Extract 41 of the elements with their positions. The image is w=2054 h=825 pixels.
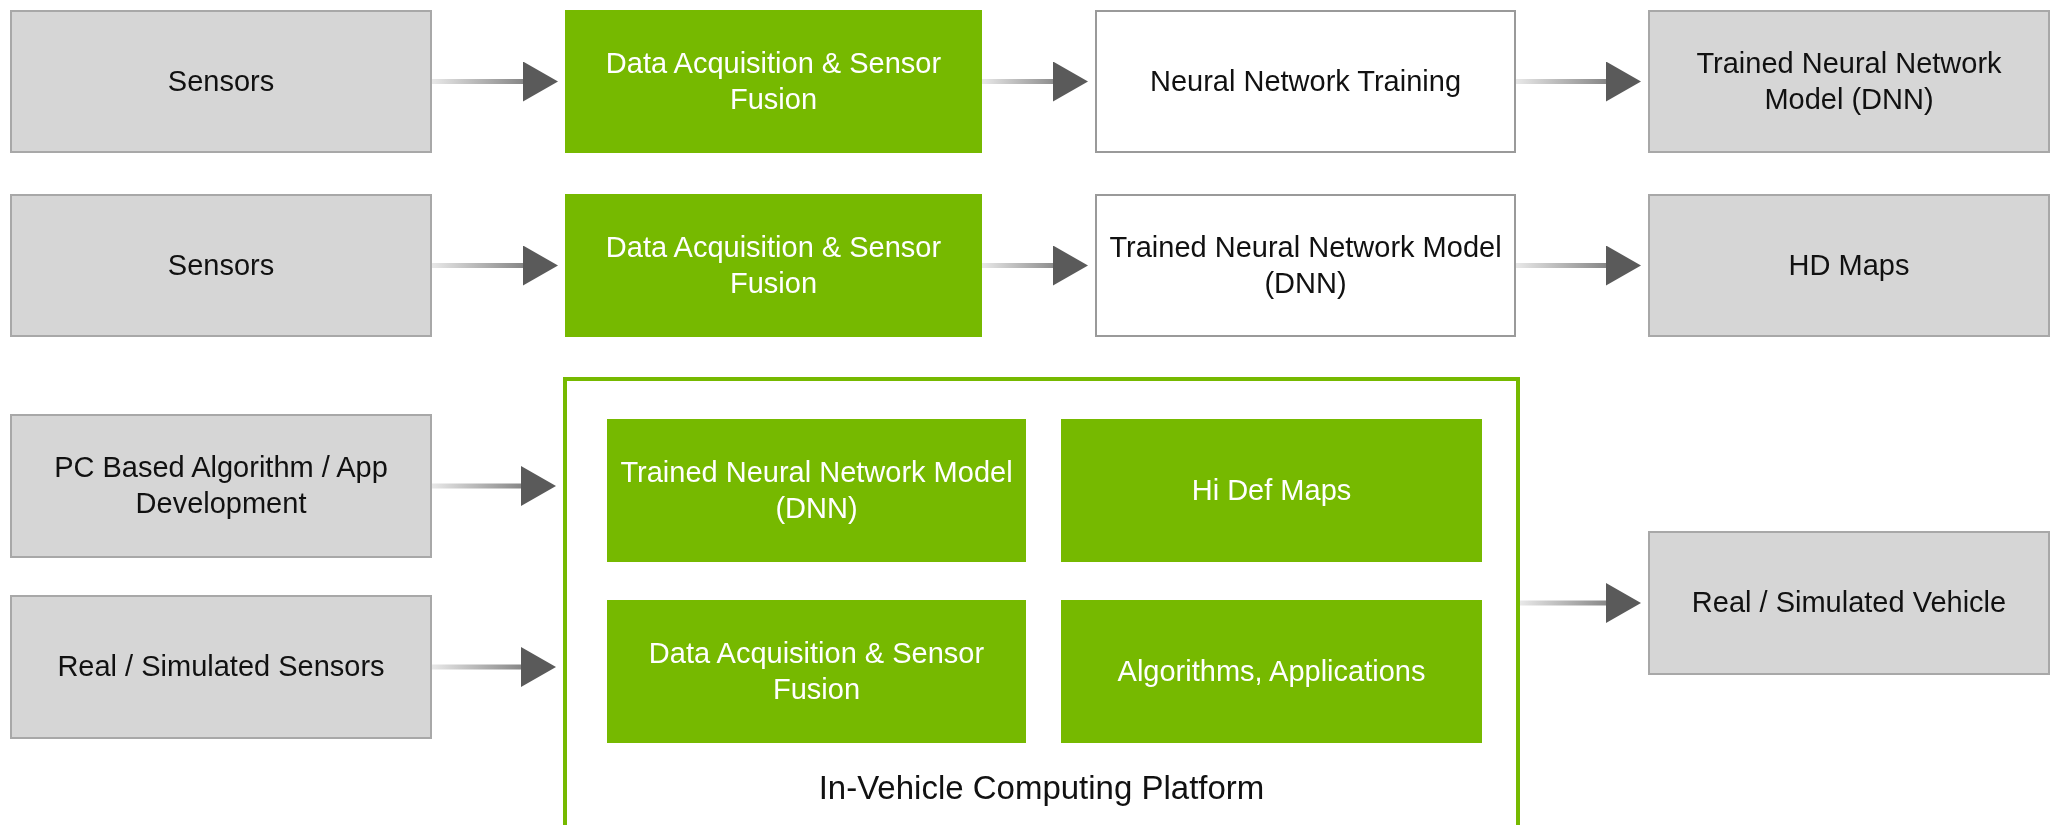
process-box (565, 10, 982, 153)
process-box (1648, 194, 2050, 337)
box-label: PC Based Algorithm / App Development (53, 450, 389, 521)
box-label: Sensors (166, 247, 276, 283)
box-label: Trained Neural Network Model (DNN) (1695, 45, 2003, 117)
box-label: Real / Simulated Sensors (56, 649, 386, 684)
process-box (1061, 419, 1482, 562)
box-label: Real / Simulated Vehicle (1690, 585, 2008, 620)
platform-frame (563, 377, 1520, 825)
arrow (1520, 583, 1641, 623)
process-box (565, 194, 982, 337)
box-label: Neural Network Training (1148, 63, 1463, 99)
process-box (1061, 600, 1482, 743)
box-label: Data Acquisition & Sensor Fusion (604, 229, 943, 301)
process-box (1648, 10, 2050, 153)
process-box (607, 419, 1026, 562)
process-box (10, 414, 432, 558)
box-label: Data Acquisition & Sensor Fusion (647, 635, 986, 707)
arrow (432, 647, 556, 687)
arrow (982, 61, 1088, 102)
arrow (982, 245, 1088, 286)
arrow (1516, 61, 1641, 102)
box-label: HD Maps (1787, 247, 1911, 283)
arrow (432, 245, 558, 286)
arrow (1516, 245, 1641, 286)
box-label: Trained Neural Network Model (DNN) (1108, 229, 1503, 301)
process-box (607, 600, 1026, 743)
process-box (10, 194, 432, 337)
arrow (432, 466, 556, 506)
box-label: Data Acquisition & Sensor Fusion (604, 45, 943, 117)
box-label: Hi Def Maps (1190, 472, 1353, 508)
process-box (1648, 531, 2050, 675)
process-box (10, 595, 432, 739)
box-label: Sensors (166, 63, 276, 99)
process-box (1095, 10, 1516, 153)
box-label: Trained Neural Network Model (DNN) (619, 454, 1014, 526)
process-box (10, 10, 432, 153)
arrow (432, 61, 558, 102)
process-box (1095, 194, 1516, 337)
platform-title: In-Vehicle Computing Platform (817, 769, 1266, 807)
box-label: Algorithms, Applications (1116, 653, 1427, 689)
